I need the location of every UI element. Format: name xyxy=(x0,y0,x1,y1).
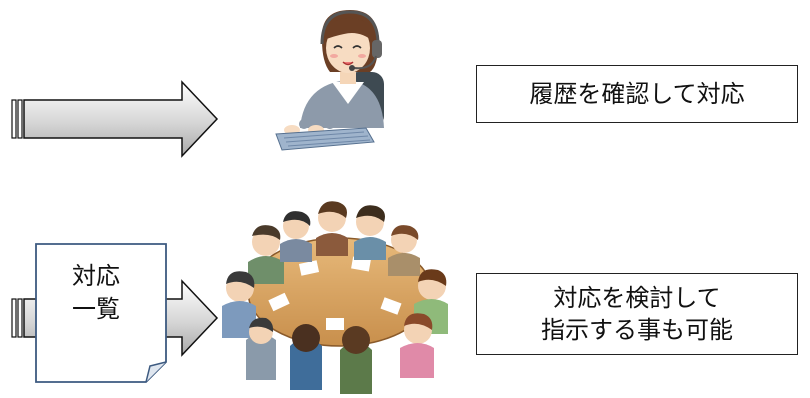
meeting-illustration xyxy=(222,201,448,394)
operator-illustration xyxy=(275,10,384,151)
document-line-2: 一覧 xyxy=(72,295,120,323)
document-line-1: 対応 xyxy=(72,262,120,290)
top-label-box: 履歴を確認して対応 xyxy=(476,65,798,123)
document-label: 対応 一覧 xyxy=(38,260,154,326)
bottom-label-line-1: 対応を検討して xyxy=(553,284,721,312)
top-label-text: 履歴を確認して対応 xyxy=(529,80,745,108)
bottom-label-line-2: 指示する事も可能 xyxy=(541,316,733,344)
top-arrow xyxy=(11,80,219,158)
bottom-label-box: 対応を検討して 指示する事も可能 xyxy=(476,273,798,355)
document-shape xyxy=(35,243,167,383)
